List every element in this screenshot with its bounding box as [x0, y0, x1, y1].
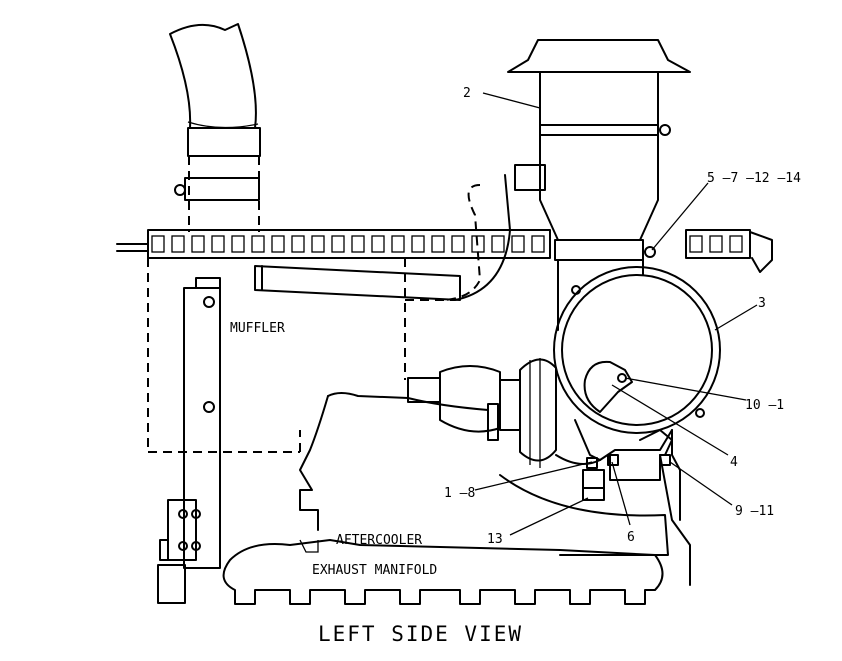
rail-slot [231, 235, 245, 253]
rail-slot [709, 235, 723, 253]
frame-rail [116, 229, 773, 273]
rail-slot [511, 235, 525, 253]
mounting-bolts [582, 454, 671, 501]
callout-3: 3 [758, 296, 766, 311]
exhaust-manifold-label: EXHAUST MANIFOLD [312, 563, 437, 578]
callout-13: 13 [487, 532, 503, 547]
aftercooler-label: AFTERCOOLER [336, 533, 422, 548]
callout-6: 6 [627, 530, 635, 545]
intake-duct [254, 164, 546, 380]
rail-slots [151, 235, 743, 253]
turbocharger [407, 358, 557, 468]
rail-slot [689, 235, 703, 253]
rail-slot [491, 235, 505, 253]
callout-1-8: 1 –8 [444, 486, 475, 501]
rail-slot [531, 235, 545, 253]
rail-slot [211, 235, 225, 253]
rail-slot [351, 235, 365, 253]
rail-slot [271, 235, 285, 253]
rail-slot [729, 235, 743, 253]
muffler [147, 258, 301, 569]
callout-9-11: 9 –11 [735, 504, 774, 519]
rail-slot [291, 235, 305, 253]
muffler-label: MUFFLER [230, 321, 285, 336]
rail-slot [311, 235, 325, 253]
rail-slot [331, 235, 345, 253]
rail-slot [191, 235, 205, 253]
rail-slot [251, 235, 265, 253]
rail-slot [391, 235, 405, 253]
rail-slot [171, 235, 185, 253]
rail-slot [151, 235, 165, 253]
callout-2: 2 [463, 86, 471, 101]
air-cleaner [507, 39, 691, 261]
rail-slot [431, 235, 445, 253]
view-title: LEFT SIDE VIEW [318, 622, 523, 646]
callout-10-1: 10 –1 [745, 398, 784, 413]
rail-slot [411, 235, 425, 253]
rail-slot [451, 235, 465, 253]
leader-lines [474, 92, 758, 536]
precleaner-ring [553, 259, 721, 434]
callout-5-7-12-14: 5 –7 –12 –14 [707, 171, 801, 186]
lower-left-bracket [157, 499, 201, 604]
callout-4: 4 [730, 455, 738, 470]
rail-slot [371, 235, 385, 253]
engine-outline [222, 392, 691, 605]
exhaust-stack [169, 23, 261, 232]
